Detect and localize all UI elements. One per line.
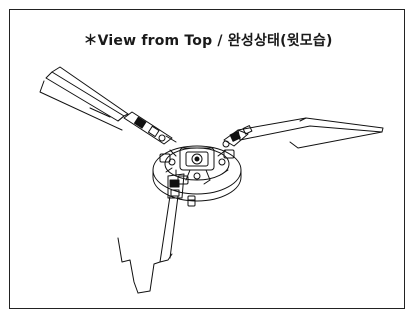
figure-caption: ＊View from Top / 완성상태(윗모습) (83, 33, 333, 49)
blade-grip-bottom (167, 169, 185, 199)
blade-upper-left (39, 66, 129, 131)
figure-frame (9, 9, 405, 309)
blade-bottom (117, 195, 179, 294)
hub-shaft (187, 195, 196, 207)
hub-center-mechanism (159, 147, 235, 185)
blade-right (237, 117, 384, 149)
blade-grip-right (222, 125, 253, 148)
blade-grip-upper-left (123, 111, 177, 145)
